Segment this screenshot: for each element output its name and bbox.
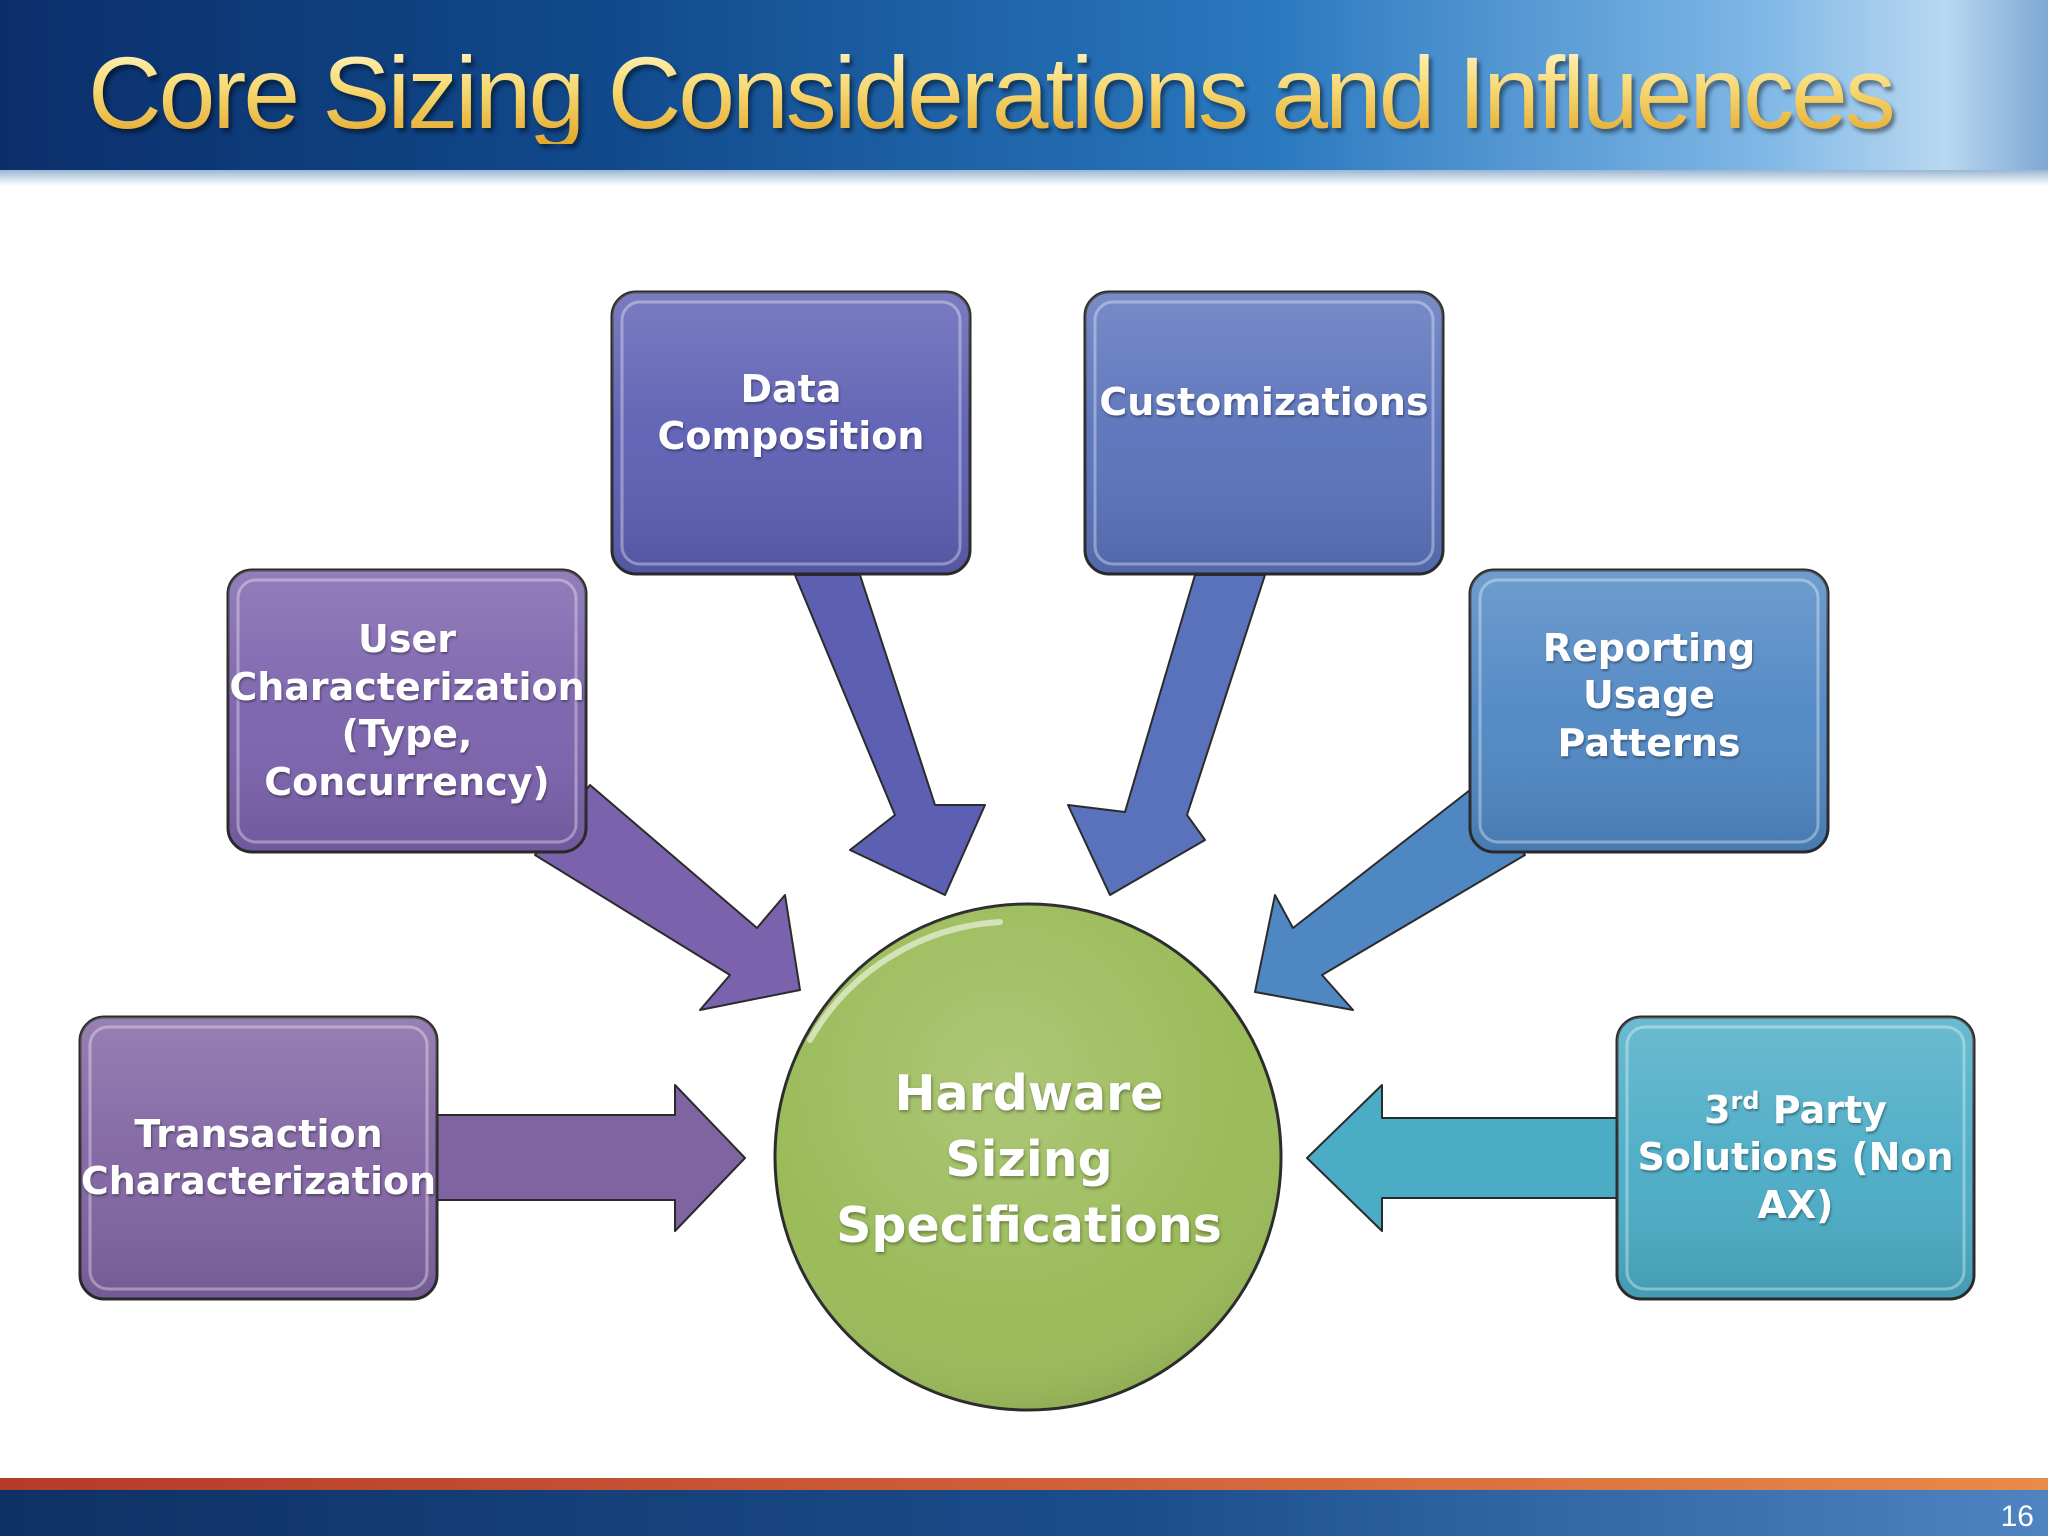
arrow-transaction-characterization	[434, 1084, 746, 1232]
arrow-reporting-usage-patterns	[1254, 789, 1526, 1011]
arrows-layer	[434, 574, 1619, 1232]
hub-label: Hardware Sizing Specifications	[836, 1064, 1222, 1255]
factor-label-customizations: Customizations	[1099, 380, 1429, 425]
factor-box-data-composition	[610, 290, 972, 576]
footer-accent-stripe	[0, 1478, 2048, 1490]
factor-label-user-characterization: User Characterization (Type, Concurrency…	[229, 617, 585, 804]
factor-box-transaction-characterization	[78, 1015, 439, 1301]
header-band	[0, 0, 2048, 170]
arrow-user-characterization	[534, 784, 801, 1011]
header-divider	[0, 170, 2048, 186]
ordinal-number: 3	[1704, 1087, 1731, 1132]
arrow-customizations	[1067, 574, 1266, 896]
slide-title: Core Sizing Considerations and Influence…	[88, 36, 1896, 150]
factor-label-3rd-party-solutions: 3rd Party Solutions (Non AX)	[1637, 1086, 1954, 1227]
factor-box-user-characterization	[226, 568, 588, 854]
page-number: 16	[2000, 1500, 2034, 1533]
hub-circle	[773, 902, 1283, 1412]
arrow-data-composition	[794, 574, 986, 896]
factor-box-customizations	[1083, 290, 1445, 576]
ordinal-suffix: rd	[1730, 1086, 1760, 1115]
arrow-3rd-party-solutions	[1306, 1084, 1619, 1232]
factor-box-reporting-usage-patterns	[1468, 568, 1830, 854]
factor-label-transaction-characterization: Transaction Characterization	[80, 1111, 437, 1204]
factor-box-3rd-party-solutions	[1615, 1015, 1976, 1301]
factor-label-data-composition: Data Composition	[657, 366, 925, 459]
factor-label-reporting-usage-patterns: Reporting Usage Patterns	[1542, 625, 1756, 765]
